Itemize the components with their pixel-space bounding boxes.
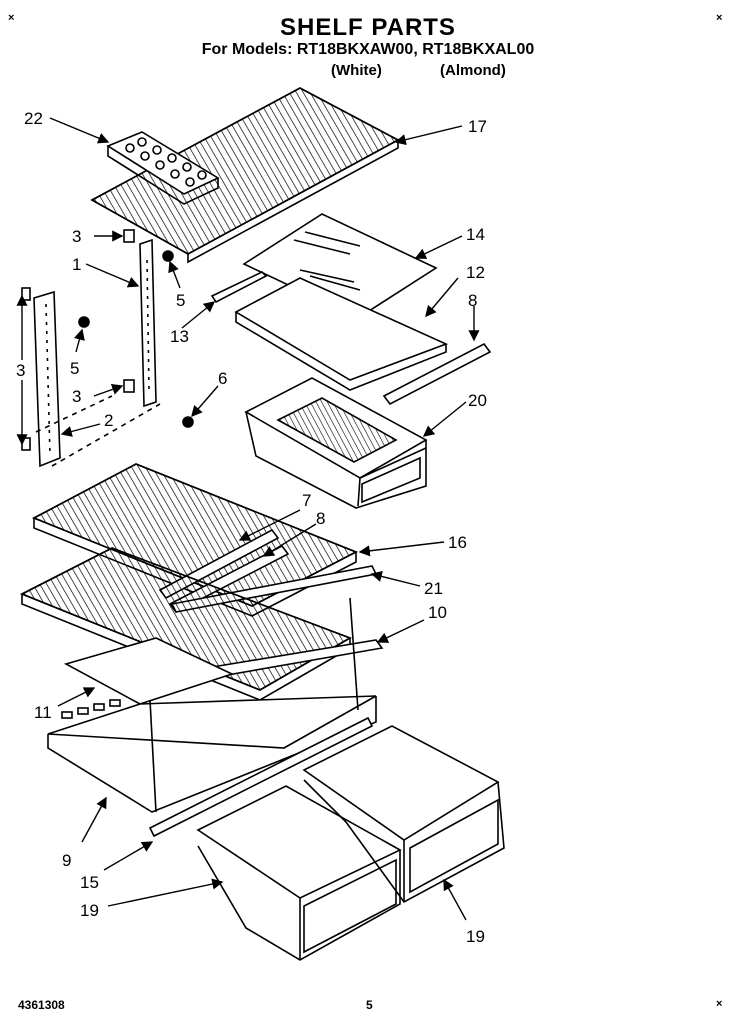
callout-5-upper: 5 xyxy=(176,291,185,310)
models-subtitle: For Models: RT18BKXAW00, RT18BKXAL00 xyxy=(201,41,535,58)
callout-21: 21 xyxy=(424,579,443,598)
color-white-label: (White) xyxy=(331,62,382,79)
callout-14: 14 xyxy=(466,225,485,244)
screw-6 xyxy=(182,416,194,428)
bracket-3c xyxy=(123,379,135,393)
registration-mark-top-right: × xyxy=(716,12,723,24)
page-number: 5 xyxy=(366,998,373,1012)
trim-15 xyxy=(148,716,374,838)
registration-mark-bottom-right: × xyxy=(716,998,723,1010)
meat-pan-20 xyxy=(244,377,428,509)
callout-20: 20 xyxy=(468,391,487,410)
trim-13 xyxy=(210,271,268,304)
trim-8a xyxy=(382,342,492,406)
shelf-ladder-2 xyxy=(21,287,61,468)
bracket-3a xyxy=(123,229,135,243)
callout-19-left: 19 xyxy=(80,901,99,920)
callout-6: 6 xyxy=(218,369,227,388)
callout-17: 17 xyxy=(468,117,487,136)
screw-5b xyxy=(78,316,90,328)
callout-1: 1 xyxy=(72,255,81,274)
callout-12: 12 xyxy=(466,263,485,282)
callout-13: 13 xyxy=(170,327,189,346)
callout-5-lower: 5 xyxy=(70,359,79,378)
crisper-cover-9 xyxy=(47,597,377,813)
callout-7: 7 xyxy=(302,491,311,510)
page-title: SHELF PARTS xyxy=(280,14,456,41)
callout-22: 22 xyxy=(24,109,43,128)
callout-11: 11 xyxy=(34,703,52,722)
screw-5a xyxy=(162,250,174,262)
callout-3-lower: 3 xyxy=(72,387,81,406)
callout-15: 15 xyxy=(80,873,99,892)
shelf-frame-12 xyxy=(234,277,449,391)
egg-tray-22 xyxy=(106,131,220,205)
glass-shelf-11 xyxy=(63,637,235,705)
callout-3-left: 3 xyxy=(16,361,25,380)
color-almond-label: (Almond) xyxy=(440,62,506,79)
callout-8-lower: 8 xyxy=(316,509,325,528)
callout-16: 16 xyxy=(448,533,467,552)
document-number: 4361308 xyxy=(18,998,65,1012)
shelf-ladder-1 xyxy=(139,238,157,408)
callout-19-right: 19 xyxy=(466,927,485,946)
crisper-drawer-19b xyxy=(302,725,505,904)
crisper-drawer-19a xyxy=(196,785,402,961)
callout-9: 9 xyxy=(62,851,71,870)
callout-3-upper: 3 xyxy=(72,227,81,246)
registration-mark-top-left: × xyxy=(8,12,15,24)
callout-10: 10 xyxy=(428,603,447,622)
callout-2: 2 xyxy=(104,411,113,430)
callout-8-upper: 8 xyxy=(468,291,477,310)
